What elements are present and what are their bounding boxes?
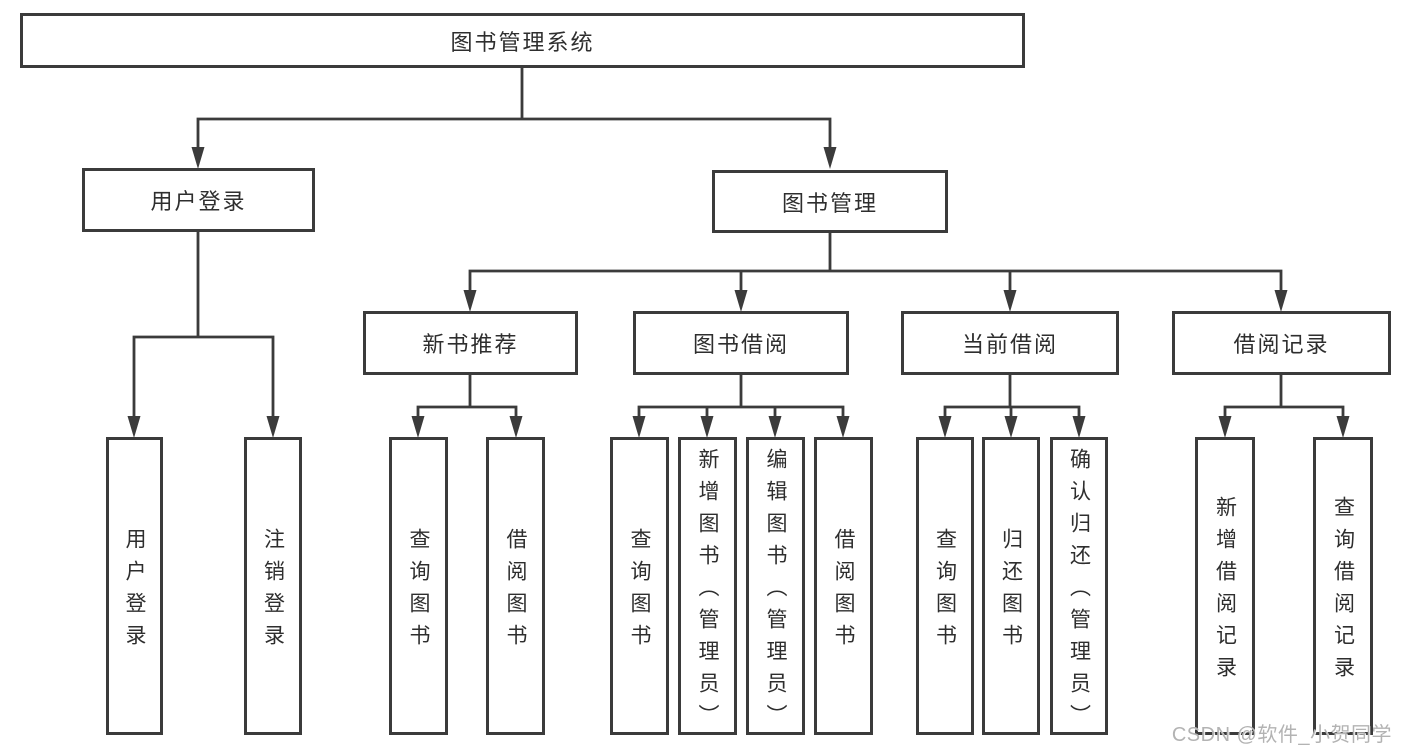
leaf-add-borrow-record: 新增借阅记录	[1195, 437, 1255, 735]
node-book-borrowing-label: 图书借阅	[692, 332, 789, 357]
leaf-query-borrow-record: 查询借阅记录	[1313, 437, 1373, 735]
node-root-system-label: 图书管理系统	[450, 29, 595, 55]
leaf-add-book-admin-label: 新增图书（管理员）	[696, 447, 719, 736]
leaf-confirm-return-admin-label: 确认归还（管理员）	[1067, 447, 1091, 736]
node-book-management: 图书管理	[712, 170, 948, 233]
node-current-borrowing: 当前借阅	[901, 311, 1119, 375]
node-user-login: 用户登录	[82, 168, 315, 232]
leaf-borrow-books-recommend: 借阅图书	[486, 437, 545, 735]
leaf-edit-book-admin: 编辑图书（管理员）	[746, 437, 805, 736]
leaf-user-login: 用户登录	[106, 437, 163, 735]
node-borrowing-records-label: 借阅记录	[1233, 332, 1330, 357]
node-book-borrowing: 图书借阅	[633, 311, 849, 375]
leaf-return-book-label: 归还图书	[999, 527, 1023, 656]
leaf-edit-book-admin-label: 编辑图书（管理员）	[764, 447, 787, 736]
leaf-logout: 注销登录	[244, 437, 302, 735]
leaf-borrow-books-2: 借阅图书	[814, 437, 873, 735]
node-user-login-label: 用户登录	[150, 189, 247, 214]
leaf-add-book-admin: 新增图书（管理员）	[678, 437, 737, 736]
leaf-user-login-label: 用户登录	[123, 527, 146, 656]
leaf-add-borrow-record-label: 新增借阅记录	[1213, 495, 1237, 688]
csdn-watermark: CSDN @软件_小贺同学	[1171, 724, 1392, 746]
node-book-management-label: 图书管理	[781, 190, 878, 216]
leaf-query-books-borrow-label: 查询图书	[628, 527, 651, 656]
node-root-system: 图书管理系统	[20, 13, 1025, 68]
node-new-book-recommend: 新书推荐	[363, 311, 578, 375]
leaf-query-books-recommend: 查询图书	[389, 437, 448, 735]
leaf-query-borrow-record-label: 查询借阅记录	[1331, 495, 1355, 688]
leaf-logout-label: 注销登录	[261, 527, 285, 656]
leaf-borrow-books-recommend-label: 借阅图书	[504, 527, 527, 656]
leaf-query-books-current-label: 查询图书	[933, 527, 957, 656]
leaf-query-books-recommend-label: 查询图书	[407, 527, 430, 656]
node-current-borrowing-label: 当前借阅	[961, 332, 1058, 357]
leaf-query-books-current: 查询图书	[916, 437, 974, 735]
leaf-query-books-borrow: 查询图书	[610, 437, 669, 735]
leaf-confirm-return-admin: 确认归还（管理员）	[1050, 437, 1108, 736]
node-borrowing-records: 借阅记录	[1172, 311, 1391, 375]
leaf-return-book: 归还图书	[982, 437, 1040, 735]
leaf-borrow-books-2-label: 借阅图书	[832, 527, 855, 656]
node-new-book-recommend-label: 新书推荐	[422, 332, 519, 357]
